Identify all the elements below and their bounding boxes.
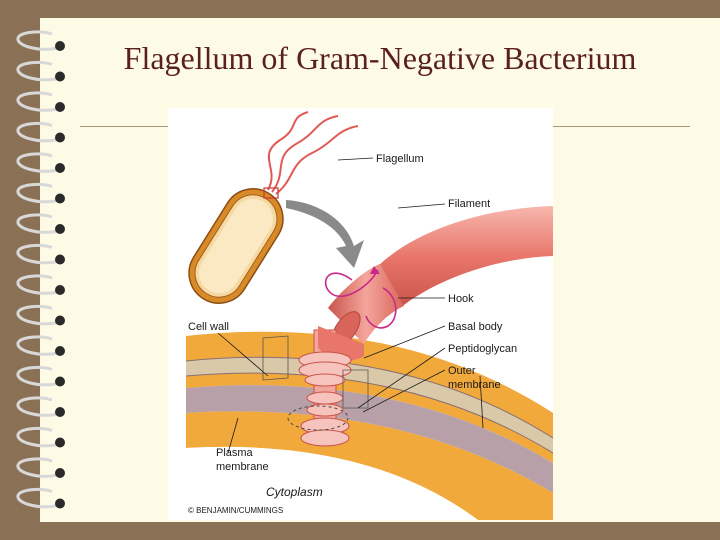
label-plasma-membrane-1: Plasma: [216, 447, 254, 459]
title-rule-left: [80, 126, 208, 127]
title-rule-right: [553, 126, 690, 127]
binding-hole: [55, 315, 65, 326]
binding-hole: [55, 41, 65, 51]
zoom-arrow: [286, 200, 364, 268]
binding-ring: [16, 121, 59, 143]
flagellum-strands: [267, 111, 359, 195]
label-outer-membrane-2: membrane: [448, 379, 501, 391]
binding-ring: [16, 30, 59, 51]
binding-hole: [55, 193, 65, 204]
binding-ring: [16, 396, 59, 417]
label-cytoplasm: Cytoplasm: [266, 485, 323, 499]
rotation-indicator: [324, 269, 397, 329]
copyright-credit: © BENJAMIN/CUMMINGS: [188, 506, 283, 515]
label-plasma-membrane-2: membrane: [216, 461, 269, 473]
peptidoglycan-layer: [186, 357, 553, 453]
binding-ring: [16, 426, 59, 448]
label-cell-wall: Cell wall: [188, 321, 229, 333]
binding-hole: [55, 498, 65, 509]
binding-ring: [16, 335, 59, 356]
binding-hole: [55, 468, 65, 478]
binding-ring: [16, 274, 59, 295]
binding-ring: [16, 243, 59, 265]
slide-title: Flagellum of Gram-Negative Bacterium: [123, 40, 637, 76]
binding-ring: [16, 487, 59, 509]
binding-hole: [55, 132, 65, 143]
label-flagellum: Flagellum: [376, 153, 424, 165]
binding-hole: [55, 163, 65, 173]
binding-hole: [55, 71, 65, 82]
binding-ring: [16, 457, 59, 478]
filament-tube: [378, 206, 553, 308]
flagellum-diagram: Flagellum Filament Hook Cell wall Basal …: [185, 111, 553, 520]
bacterium-cell: [188, 188, 284, 304]
binding-hole: [55, 407, 65, 417]
plasma-membrane-layer: [186, 385, 553, 493]
label-peptidoglycan: Peptidoglycan: [448, 343, 517, 355]
basal-body-rings: [298, 351, 352, 447]
inner-layer: [186, 411, 553, 520]
binding-ring: [16, 213, 59, 234]
spiral-binding: [16, 30, 65, 509]
binding-hole: [55, 437, 65, 448]
label-hook: Hook: [448, 293, 474, 305]
binding-ring: [16, 60, 59, 82]
binding-ring: [16, 365, 59, 387]
binding-ring: [16, 182, 59, 204]
leader-lines: [217, 157, 484, 454]
cell-envelope: [185, 331, 553, 520]
flagellum-figure: Flagellum Filament Hook Cell wall Basal …: [168, 108, 553, 520]
binding-hole: [55, 102, 65, 112]
binding-hole: [55, 285, 65, 295]
binding-ring: [16, 304, 59, 326]
binding-hole: [55, 376, 65, 387]
label-basal-body: Basal body: [448, 321, 503, 333]
cytoplasm-region: [186, 446, 478, 520]
label-outer-membrane-1: Outer: [448, 365, 476, 377]
binding-hole: [55, 254, 65, 265]
binding-hole: [55, 346, 65, 356]
label-filament: Filament: [448, 198, 490, 210]
binding-ring: [16, 91, 59, 112]
binding-hole: [55, 224, 65, 234]
binding-ring: [16, 152, 59, 173]
